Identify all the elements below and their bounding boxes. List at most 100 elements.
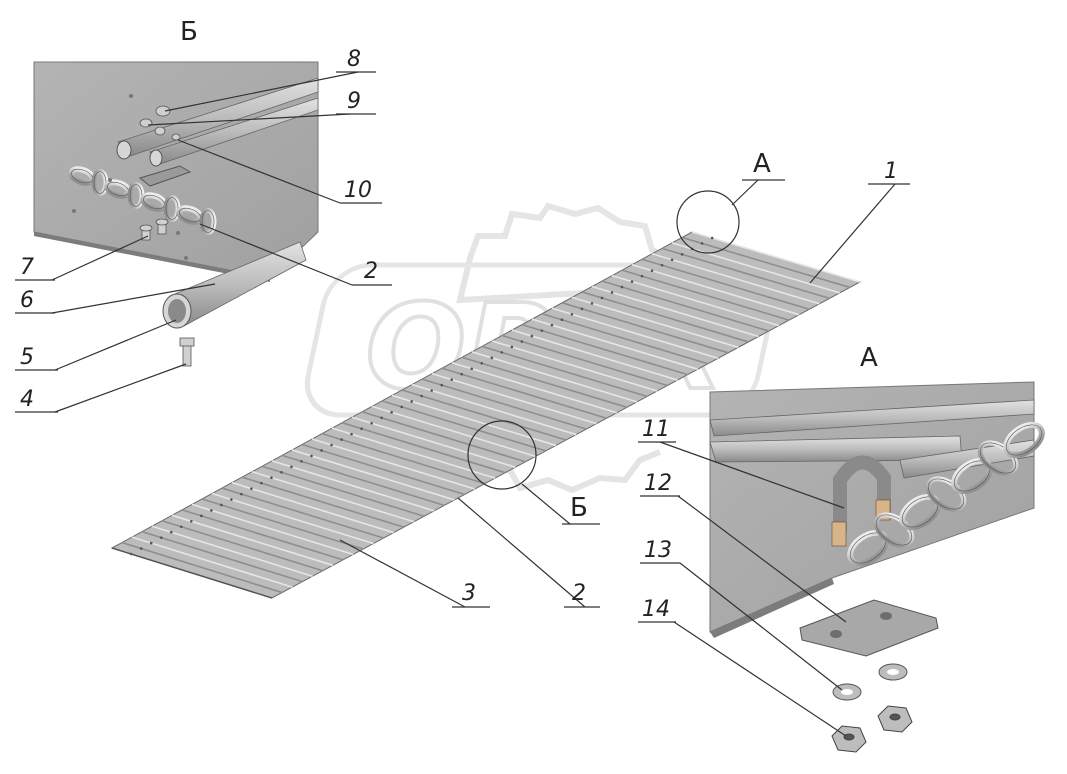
slat-rivet [200,514,203,518]
belt-slat [251,470,415,523]
belt-slat [521,323,688,376]
slat-rivet [280,470,283,474]
belt-slat [421,378,587,430]
detail-b-holes [72,94,188,260]
slat-rivet [350,432,353,436]
belt-slat [151,525,313,577]
slat-rivet [410,400,413,403]
slat-rivet [400,405,403,409]
slat-rivet [250,487,253,490]
belt-slat [571,296,739,349]
slat-rivet [560,318,564,322]
slat-rivet [420,394,423,398]
belt-slat [651,253,820,305]
slat-rivet [290,465,293,469]
belt-slat [241,476,405,528]
detail-a-title: А [860,343,878,373]
belt-slat [401,389,567,441]
slat-rivet [169,530,173,534]
callout-circle-a [676,190,740,254]
callout-label-b: Б [570,493,588,523]
belt-slat [411,383,577,436]
belt-slat [511,329,678,381]
slat-rivet [260,481,263,485]
belt-slat [471,351,638,403]
slat-rivet [710,236,714,240]
part-number-2-upper: 2 [364,259,378,284]
slat-rivet [550,323,554,327]
slat-rivet [360,427,363,430]
belt-slat [181,509,344,561]
belt-slat [141,530,303,583]
detail-a-clamp-plate [799,599,939,657]
belt-slat [161,519,323,572]
detail-b-bracket [138,165,192,187]
slat-rivet [520,340,524,343]
slat-rivet [380,416,383,420]
slat-rivet [159,536,163,539]
belt-slat [231,481,394,534]
detail-a-nuts [831,705,913,753]
belt-slat [381,400,546,452]
detail-a-view: А [709,343,1045,753]
belt-slat [601,280,769,332]
belt-slat [351,416,516,469]
leaders [15,71,910,737]
slat-rivet [700,242,704,245]
part-number-9: 9 [347,89,361,114]
slat-rivet [590,302,594,305]
slat-rivet [310,454,313,458]
belt-slat [371,405,536,458]
detail-a-threads [831,499,891,547]
slat-rivet [370,421,373,425]
clamp-hole-2 [880,612,892,620]
slat-rivet [470,367,474,371]
slat-rivet [630,280,634,283]
slat-rivet [680,253,684,256]
slat-rivet [300,460,303,463]
slat-rivet [600,296,604,300]
belt-slat [221,487,384,539]
belt-slat [451,361,617,414]
detail-a-plate-edge [710,578,834,638]
belt-slats [111,231,861,599]
slat-rivet [530,334,534,338]
belt-slat [281,454,445,507]
belt-assembly [110,231,862,599]
slat-rivet [440,383,444,387]
belt-slat [621,269,790,321]
belt-slat [631,263,800,316]
slat-rivet [189,520,193,523]
belt-slat [311,438,475,490]
slat-rivet [620,285,624,289]
slat-rivet [320,449,323,452]
slat-rivet [139,547,143,550]
detail-a-rails [709,399,1035,479]
belt-slat [501,334,668,387]
slat-rivet [230,498,233,501]
detail-b-bolt-4 [179,337,195,367]
detail-a-washers [832,663,908,701]
belt-slat [321,432,486,485]
belt-slat [211,492,374,545]
belt-slat [391,394,557,447]
belt-slat [661,247,830,300]
belt-slat [681,236,851,289]
detail-b-view: Б [33,17,319,367]
belt-slat [291,449,455,501]
slat-rivet [540,329,544,332]
slat-rivet [570,312,574,316]
belt-slat [641,258,810,311]
belt-slat [491,340,658,392]
callout-circle-b [467,420,537,490]
belt-slat [591,285,759,338]
slat-rivet [650,269,654,272]
part-number-8: 8 [347,47,361,72]
belt-slat [431,372,597,425]
belt-slat [191,503,354,556]
belt-slat [341,421,506,474]
belt-slat [611,274,780,327]
slat-rivet [670,258,674,262]
slat-rivet [660,263,664,267]
belt-slat [541,312,709,365]
